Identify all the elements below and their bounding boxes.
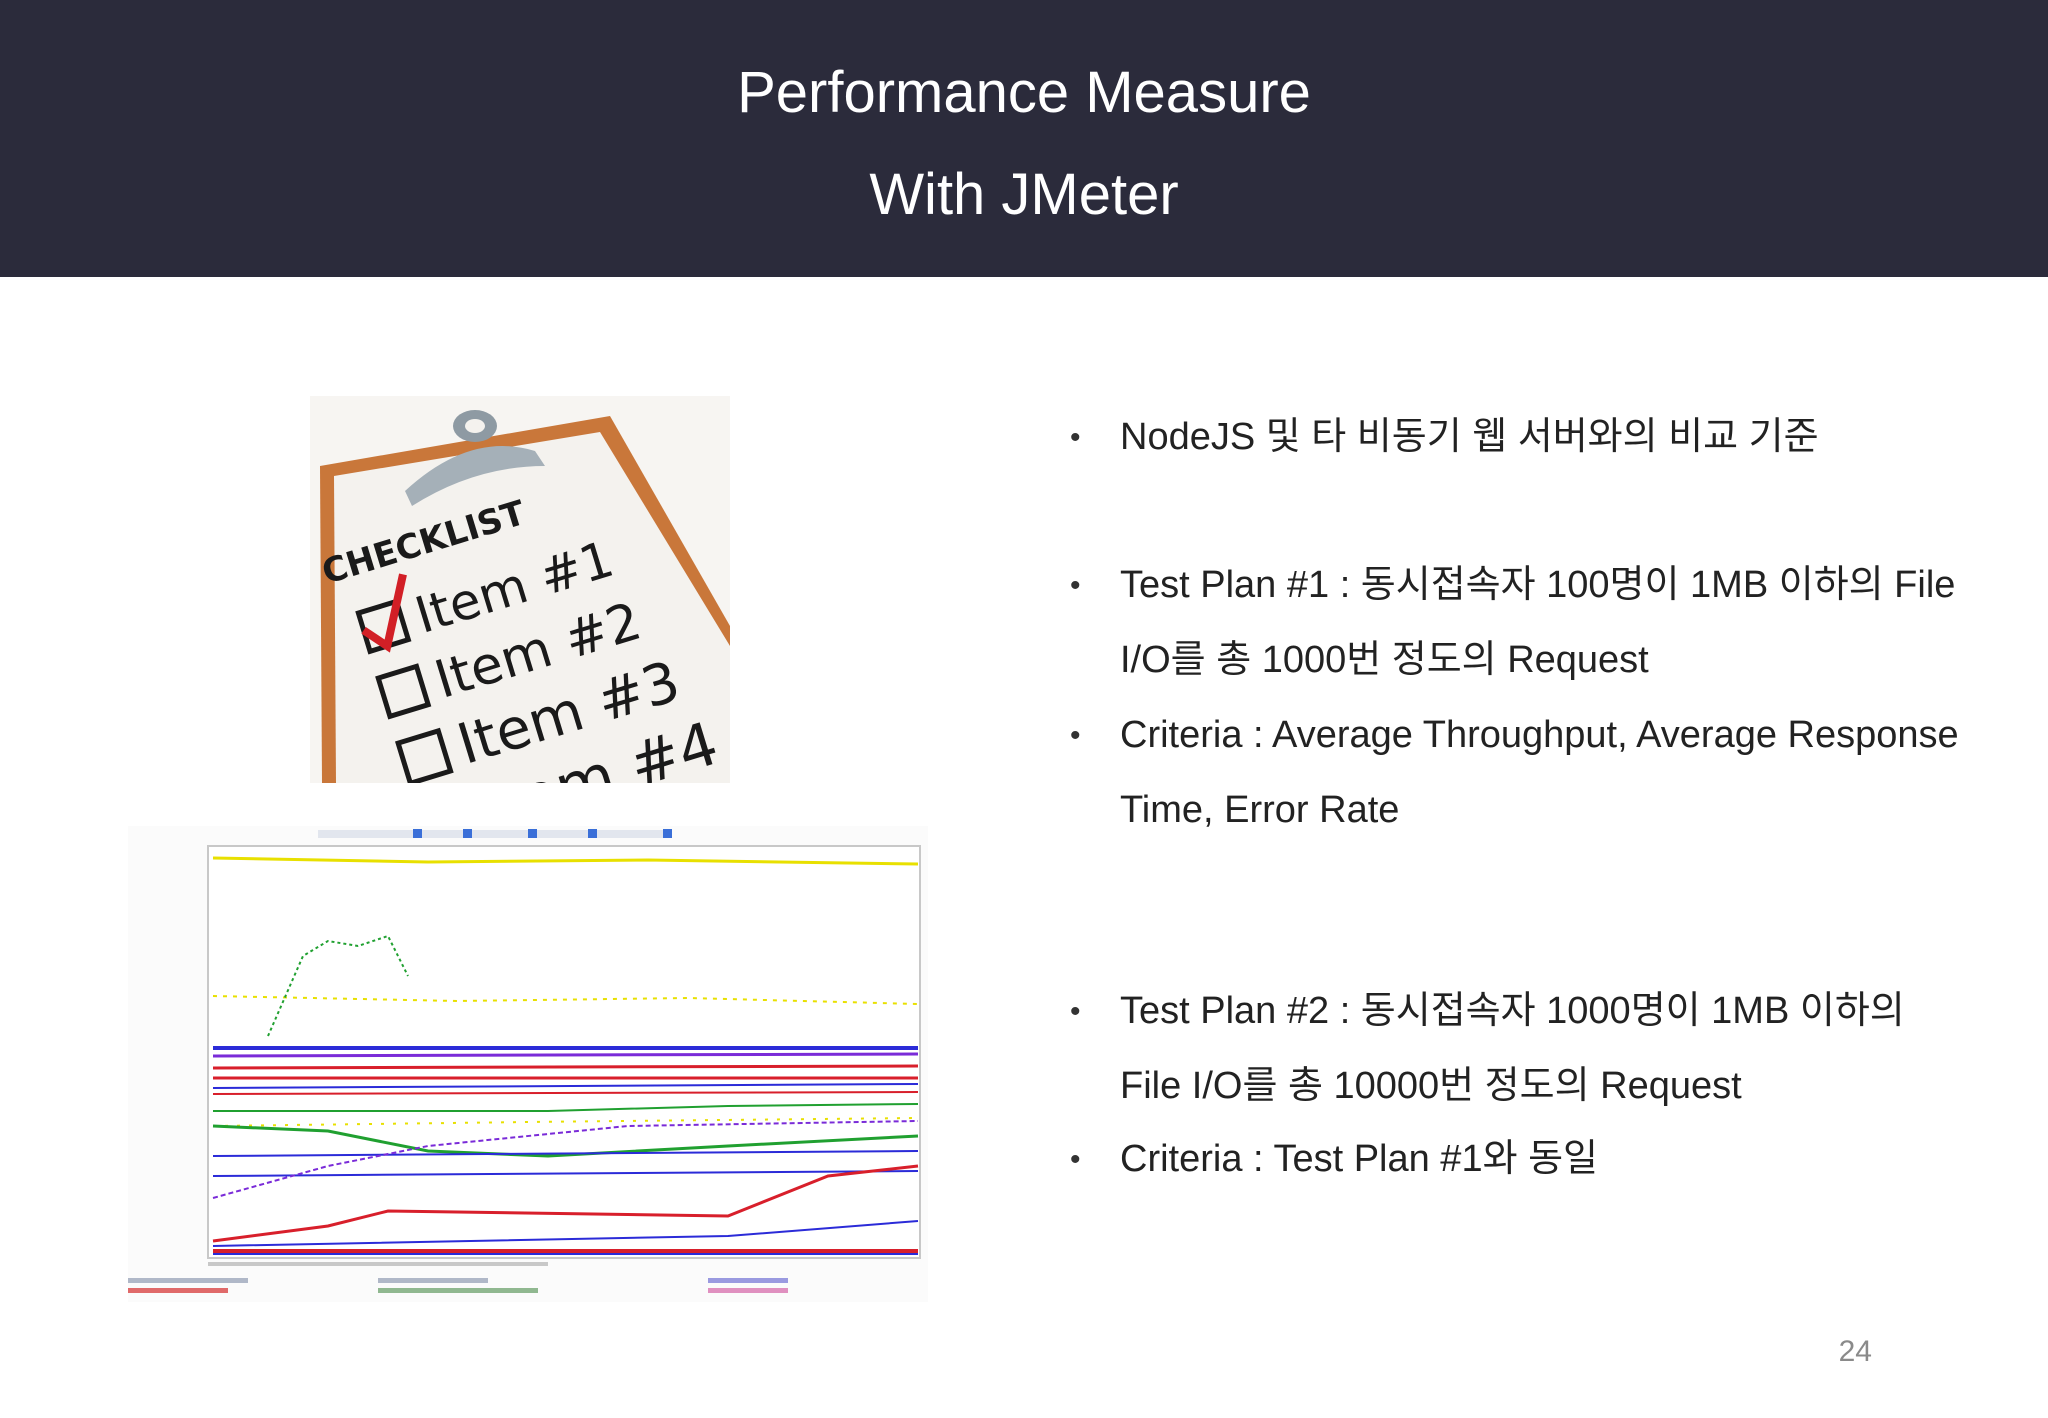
bullet-item: NodeJS 및 타 비동기 웹 서버와의 비교 기준 xyxy=(1070,400,1970,475)
bullet-item: Criteria : Average Throughput, Average R… xyxy=(1070,698,1970,848)
jmeter-graph-screenshot xyxy=(128,826,928,1302)
slide-title: Performance Measure xyxy=(737,60,1311,125)
clipboard-clip xyxy=(405,410,545,506)
bullet-item: Criteria : Test Plan #1와 동일 xyxy=(1070,1122,1970,1197)
checkbox-icon xyxy=(395,727,454,783)
check-mark-icon xyxy=(361,573,407,653)
page-number: 24 xyxy=(1838,1335,1872,1368)
checklist-illustration: CHECKLIST Item #1 Item #2 Item #3 Item #… xyxy=(310,396,730,783)
bullet-item: Test Plan #2 : 동시접속자 1000명이 1MB 이하의 File… xyxy=(1070,974,1970,1124)
slide-header: Performance Measure With JMeter xyxy=(0,0,2048,277)
checkbox-icon xyxy=(375,663,432,720)
slide-subtitle: With JMeter xyxy=(869,162,1179,227)
bullet-item: Test Plan #1 : 동시접속자 100명이 1MB 이하의 File … xyxy=(1070,548,1970,698)
